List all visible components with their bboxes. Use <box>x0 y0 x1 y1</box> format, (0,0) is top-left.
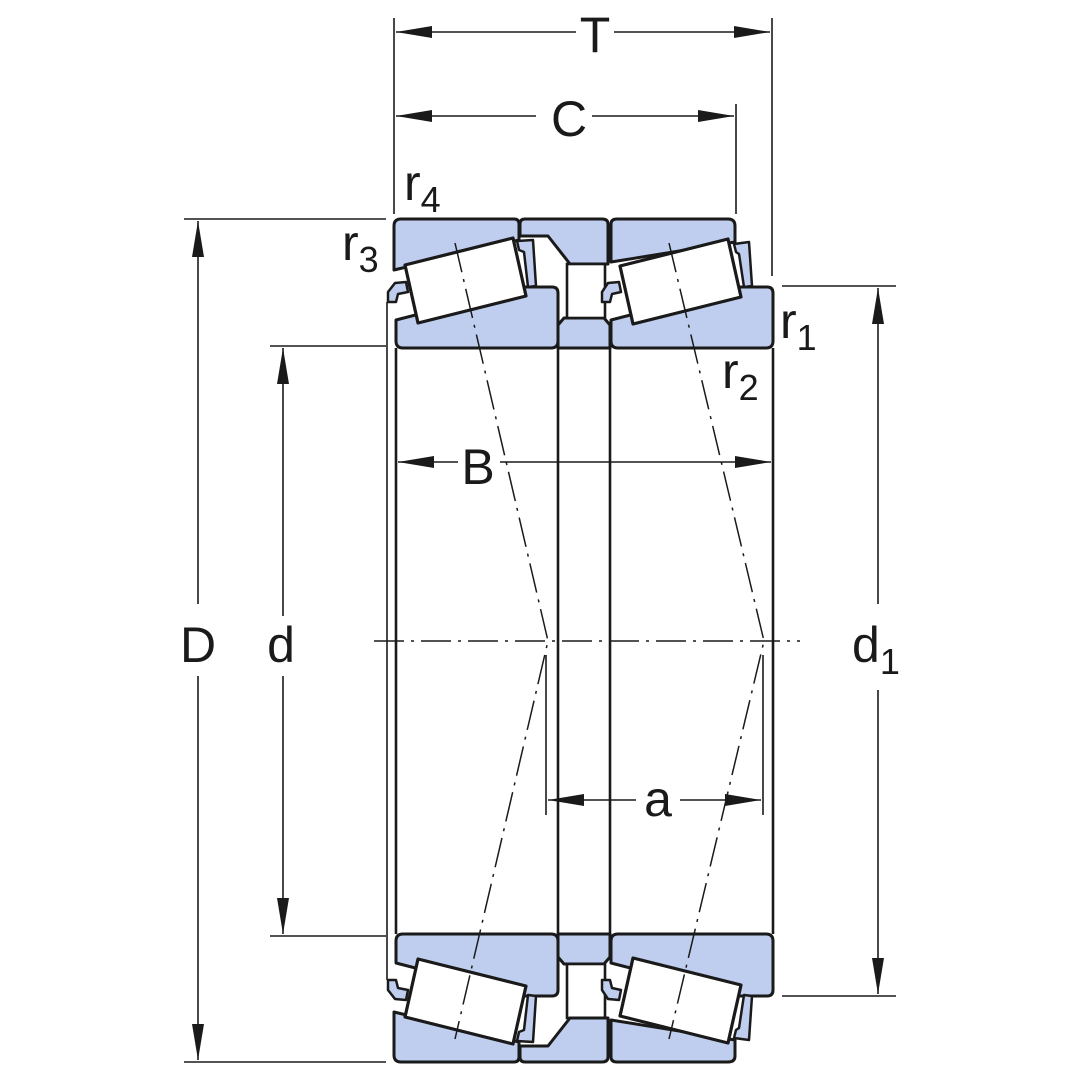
cage-right-top-end <box>732 240 754 289</box>
dimension-labels: T C B D d a d1 r1 r2 r3 r4 <box>180 7 900 827</box>
cage-left-top <box>386 280 410 304</box>
bearing-body-lines <box>386 302 775 980</box>
label-r1: r1 <box>780 293 817 358</box>
label-a: a <box>644 771 672 827</box>
spacer-ring-bottom <box>556 932 612 966</box>
roller-right-top <box>618 237 743 326</box>
inner-ring-right-top <box>609 285 775 350</box>
bottom-section <box>386 932 775 1064</box>
spacer-gap-top <box>565 262 607 320</box>
cage-left-top-end <box>515 238 538 289</box>
label-r3: r3 <box>342 215 379 280</box>
cage-left-bottom <box>386 978 410 1002</box>
label-d1: d1 <box>852 617 900 682</box>
label-B: B <box>461 439 494 495</box>
inner-ring-right-bottom <box>609 932 775 998</box>
dimension-lines <box>184 18 896 1063</box>
label-C: C <box>551 91 587 147</box>
label-r4: r4 <box>404 155 441 220</box>
roller-left-bottom <box>403 957 528 1046</box>
label-T: T <box>580 7 611 63</box>
cage-right-bottom <box>600 978 623 1002</box>
outer-ring-right-top <box>609 217 737 264</box>
cage-left-bottom-end <box>515 993 538 1044</box>
top-section <box>386 217 775 350</box>
roller-axis-lines <box>454 242 765 1040</box>
label-d: d <box>267 617 295 673</box>
cage-right-top <box>600 280 623 304</box>
roller-left-top <box>403 236 528 325</box>
spacer-ring-top <box>556 316 612 350</box>
spacer-gap-bottom <box>565 962 607 1020</box>
inner-ring-left-bottom <box>394 932 560 998</box>
outer-ring-right-bottom <box>609 1018 737 1064</box>
roller-right-bottom <box>618 956 743 1045</box>
label-r2: r2 <box>722 343 759 408</box>
outer-ring-left-bottom <box>392 1010 521 1064</box>
label-D: D <box>180 617 216 673</box>
cage-right-bottom-end <box>732 993 754 1042</box>
